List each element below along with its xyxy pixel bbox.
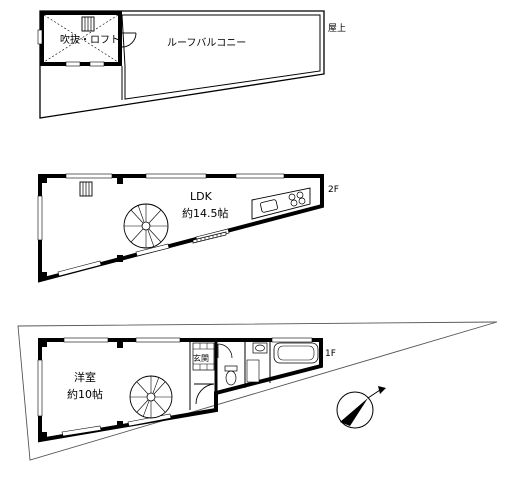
entrance-floor (192, 342, 215, 371)
first-floor-windows (37, 337, 313, 437)
rooftop-floor-label: 屋上 (328, 23, 346, 34)
balcony-parapet (121, 14, 321, 100)
spiral-staircase-icon (123, 203, 169, 249)
bathtub-icon (273, 342, 319, 364)
atrium-label: 吹抜・ロフト (60, 33, 120, 46)
toilet-icon (224, 365, 238, 386)
second-floor-walls (38, 174, 324, 283)
second-floor-label: 2F (328, 185, 339, 195)
ldk-size-label: 約14.5帖 (182, 206, 229, 220)
site-boundary (17, 321, 498, 461)
first-floor-label: 1F (325, 349, 336, 359)
stair-rail (192, 231, 227, 244)
room-label: 洋室 (74, 370, 96, 384)
kitchen-icon (251, 187, 311, 220)
balcony-label: ルーフバルコニー (167, 37, 246, 49)
entrance-label: 玄関 (193, 353, 209, 363)
sink-icon (260, 199, 278, 213)
atrium-walls (37, 11, 122, 67)
stove-icon (288, 191, 306, 207)
ldk-label: LDK (190, 190, 213, 203)
spiral-staircase-icon (129, 375, 173, 419)
room-size-label: 約10帖 (67, 387, 103, 401)
washbasin-icon (252, 342, 268, 354)
ladder-icon (79, 181, 93, 197)
rooftop-outline (39, 10, 325, 119)
second-floor: LDK 約14.5帖 2F (37, 173, 339, 283)
toilet-door-icon (217, 343, 233, 359)
compass-icon (336, 386, 386, 429)
entrance-door-icon (194, 383, 215, 405)
ladder-icon (81, 16, 95, 32)
rooftop-floor: 吹抜・ロフト ルーフバルコニー 屋上 (37, 10, 346, 119)
first-floor: 洋室 約10帖 玄関 1F (17, 321, 498, 461)
